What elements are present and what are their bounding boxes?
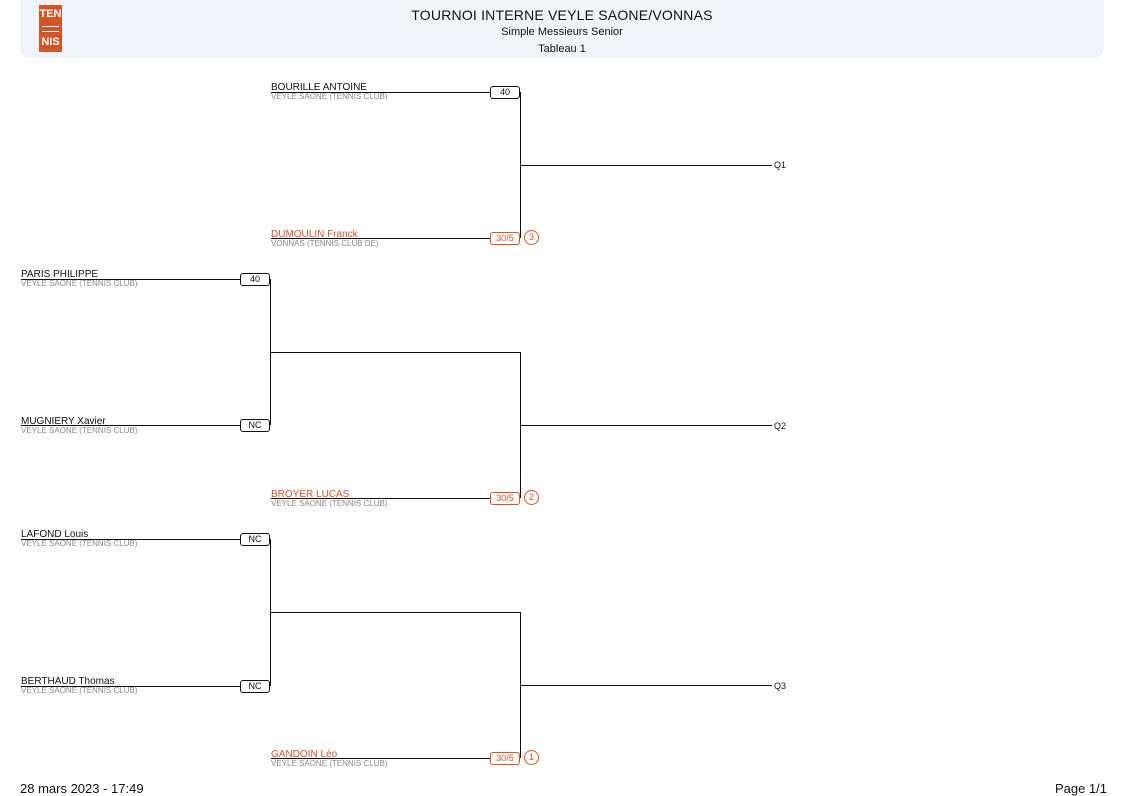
logo-strip (42, 25, 59, 32)
bracket-line (21, 425, 270, 426)
bracket-line (21, 539, 270, 540)
bracket-line (520, 165, 772, 166)
bracket-line (271, 498, 520, 499)
player-entry: PARIS PHILIPPE VEYLE SAONE (TENNIS CLUB) (21, 270, 241, 288)
seed-badge: 2 (524, 490, 539, 505)
player-entry: BROYER LUCAS VEYLE SAONE (TENNIS CLUB) (271, 490, 491, 508)
player-name: MUGNIERY Xavier (21, 416, 106, 427)
player-club: VEYLE SAONE (TENNIS CLUB) (271, 499, 388, 508)
bracket-line (270, 352, 520, 353)
print-date: 28 mars 2023 - 17:49 (20, 781, 144, 796)
player-entry: LAFOND Louis VEYLE SAONE (TENNIS CLUB) (21, 530, 241, 548)
ranking-badge: 30/5 (490, 232, 520, 245)
ranking-badge: NC (240, 419, 270, 432)
player-name: LAFOND Louis (21, 529, 89, 540)
player-name: GANDOIN Léo (271, 749, 338, 760)
qualifier-label: Q2 (774, 421, 787, 431)
player-entry: BOURILLE ANTOINE VEYLE SAONE (TENNIS CLU… (271, 83, 491, 101)
player-entry: MUGNIERY Xavier VEYLE SAONE (TENNIS CLUB… (21, 417, 241, 435)
event-name: Simple Messieurs Senior (501, 26, 623, 38)
player-club: VEYLE SAONE (TENNIS CLUB) (21, 686, 138, 695)
bracket-line (21, 279, 270, 280)
page-number: Page 1/1 (1054, 781, 1107, 796)
page-header: TEN NIS TOURNOI INTERNE VEYLE SAONE/VONN… (20, 0, 1104, 58)
seed-badge: 3 (524, 230, 539, 245)
player-name: BERTHAUD Thomas (21, 676, 115, 687)
ranking-badge: 30/5 (490, 492, 520, 505)
player-club: VONNAS (TENNIS CLUB DE) (271, 239, 379, 248)
player-entry: DUMOULIN Franck VONNAS (TENNIS CLUB DE) (271, 230, 491, 248)
player-entry: GANDOIN Léo VEYLE SAONE (TENNIS CLUB) (271, 750, 491, 768)
ranking-badge: 40 (490, 86, 520, 99)
player-club: VEYLE SAONE (TENNIS CLUB) (271, 759, 388, 768)
bracket-line (271, 238, 520, 239)
player-name: PARIS PHILIPPE (21, 269, 99, 280)
player-club: VEYLE SAONE (TENNIS CLUB) (21, 539, 138, 548)
bracket-line (520, 685, 772, 686)
player-name: DUMOULIN Franck (271, 229, 358, 240)
logo-bottom-text: NIS (41, 36, 60, 48)
tennis-logo-icon: TEN NIS (39, 5, 62, 52)
player-club: VEYLE SAONE (TENNIS CLUB) (271, 92, 388, 101)
player-entry: BERTHAUD Thomas VEYLE SAONE (TENNIS CLUB… (21, 677, 241, 695)
ranking-badge: 40 (240, 273, 270, 286)
ranking-badge: NC (240, 680, 270, 693)
player-club: VEYLE SAONE (TENNIS CLUB) (21, 426, 138, 435)
table-name: Tableau 1 (538, 43, 586, 55)
bracket-line (270, 612, 520, 613)
bracket-line (21, 686, 270, 687)
player-name: BOURILLE ANTOINE (271, 82, 367, 93)
qualifier-label: Q1 (774, 160, 787, 170)
ranking-badge: 30/5 (490, 752, 520, 765)
seed-badge: 1 (524, 750, 539, 765)
player-club: VEYLE SAONE (TENNIS CLUB) (21, 279, 138, 288)
player-name: BROYER LUCAS (271, 489, 350, 500)
bracket-line (520, 425, 772, 426)
qualifier-label: Q3 (774, 681, 787, 691)
logo-top-text: TEN (39, 8, 62, 20)
bracket-line (271, 758, 520, 759)
ranking-badge: NC (240, 533, 270, 546)
bracket-line (271, 92, 520, 93)
tournament-title: TOURNOI INTERNE VEYLE SAONE/VONNAS (411, 7, 713, 23)
